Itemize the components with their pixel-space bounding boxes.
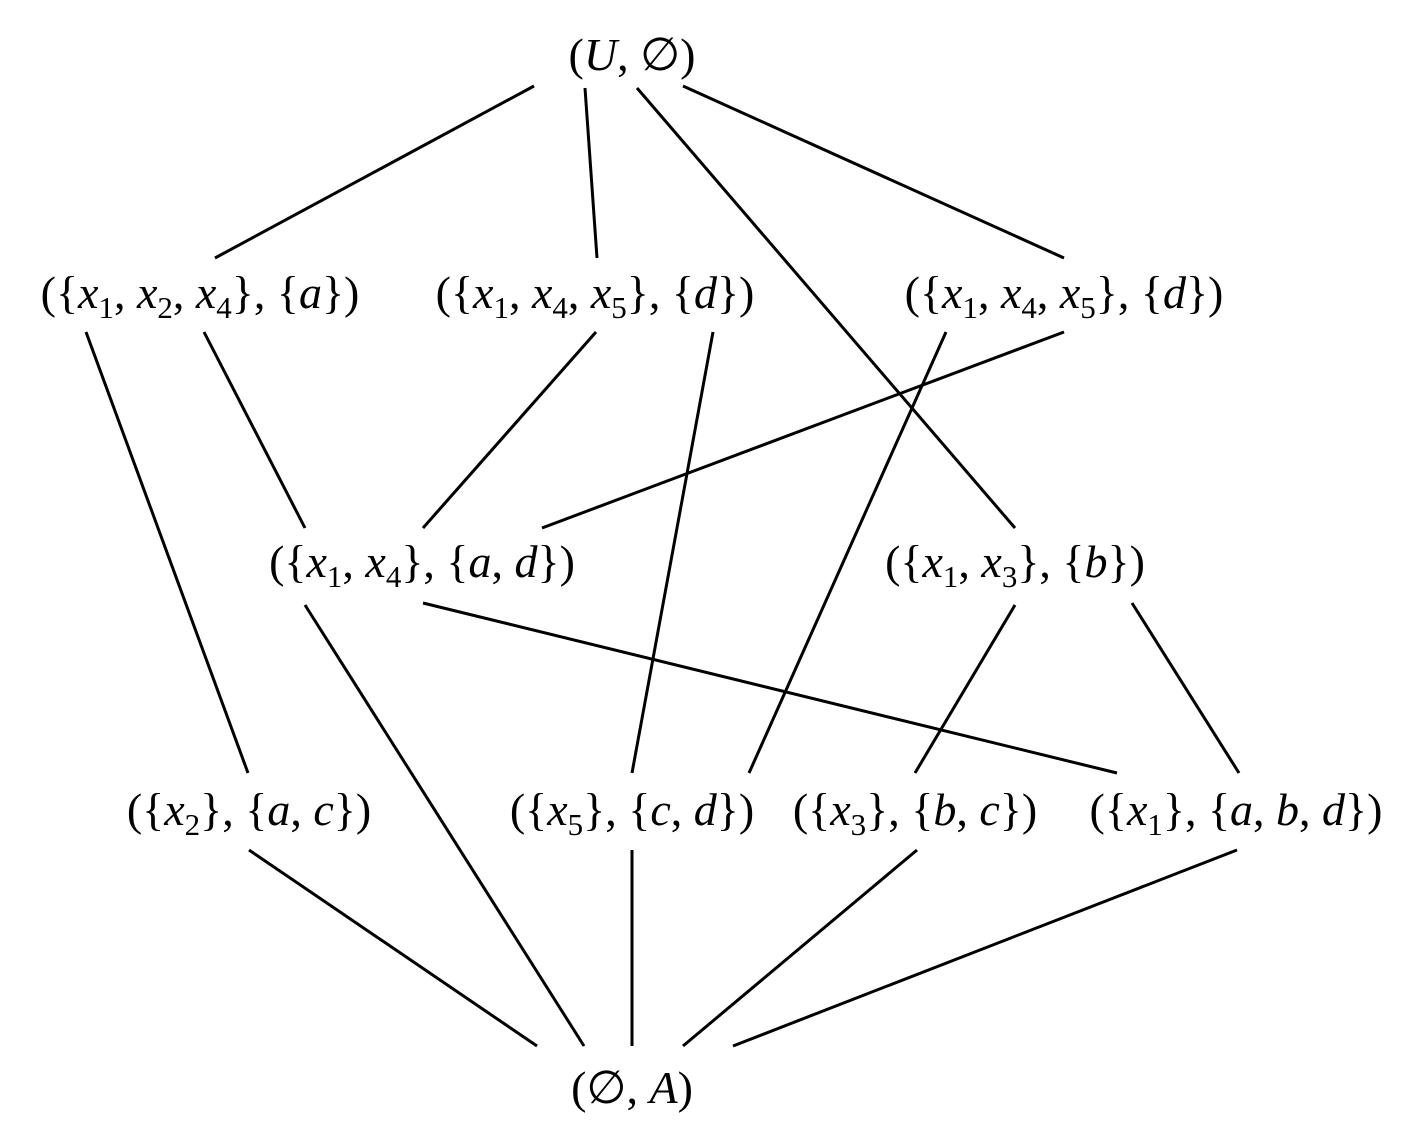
node-label-m2: ({x1, x3}, {b}) bbox=[885, 536, 1145, 594]
edge-n2-b2 bbox=[630, 331, 715, 774]
edge-top-n2 bbox=[583, 87, 599, 259]
node-label-b4: ({x1}, {a, b, d}) bbox=[1090, 784, 1383, 842]
node-label-top: (U, ∅) bbox=[569, 29, 696, 80]
node-label-b3: ({x3}, {b, c}) bbox=[793, 784, 1037, 842]
node-labels: (U, ∅) ({x1, x2, x4}, {a}) ({x1, x4, x5}, … bbox=[41, 29, 1383, 1113]
edge-n3-m1 bbox=[541, 330, 1065, 530]
edge-m2-b3 bbox=[913, 604, 1017, 774]
edge-b1-bottom bbox=[248, 848, 538, 1048]
node-label-b2: ({x5}, {c, d}) bbox=[510, 784, 754, 842]
node-label-m1: ({x1, x4}, {a, d}) bbox=[269, 536, 575, 594]
edge-b4-bottom bbox=[732, 848, 1238, 1048]
node-label-n2: ({x1, x4, x5}, {d}) bbox=[436, 267, 755, 325]
edge-m1-b4 bbox=[422, 601, 1118, 775]
node-label-n1: ({x1, x2, x4}, {a}) bbox=[41, 267, 360, 325]
edge-top-n1 bbox=[214, 84, 535, 260]
edge-n2-m1 bbox=[421, 331, 598, 529]
node-label-bottom: (∅, A) bbox=[571, 1062, 693, 1113]
edges bbox=[84, 84, 1241, 1048]
edge-m1-bottom bbox=[303, 604, 586, 1047]
edge-m2-b4 bbox=[1130, 602, 1241, 774]
edge-b3-bottom bbox=[682, 848, 918, 1048]
node-label-b1: ({x2}, {a, c}) bbox=[127, 784, 371, 842]
edge-top-m2 bbox=[635, 87, 1017, 529]
edge-n1-m1 bbox=[202, 331, 307, 529]
node-label-n3: ({x1, x4, x5}, {d}) bbox=[905, 267, 1224, 325]
edge-n1-b1 bbox=[84, 331, 250, 774]
edge-top-n3 bbox=[682, 84, 1065, 260]
edge-n3-b2 bbox=[747, 331, 948, 774]
